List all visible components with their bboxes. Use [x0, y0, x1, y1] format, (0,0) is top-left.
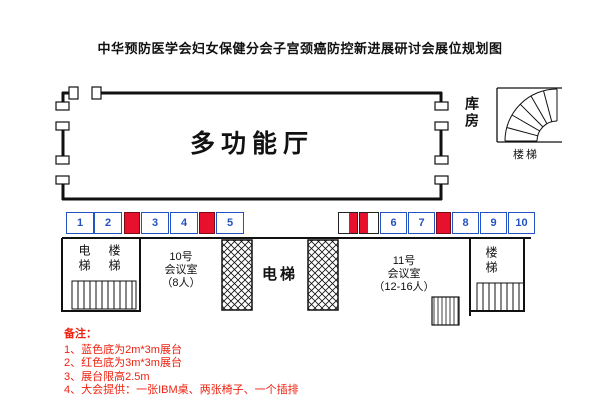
- booth-number: 3: [151, 217, 159, 229]
- stairs-right-label: 楼梯: [484, 246, 498, 276]
- booth-6: 6: [380, 212, 407, 234]
- booth-4: 4: [170, 212, 198, 234]
- booth-red: [436, 212, 451, 234]
- booth-number: 10: [515, 217, 528, 229]
- note-item: 2、红色底为3m*3m展台: [64, 357, 182, 369]
- room-10-number: 10号: [169, 251, 193, 263]
- utility-box: [431, 296, 460, 326]
- storage-stairs-label: 楼梯: [513, 149, 539, 161]
- booth-number: 6: [390, 217, 397, 229]
- booth-7: 7: [408, 212, 435, 234]
- booth-number: 2: [104, 217, 112, 229]
- booth-number: 1: [76, 217, 84, 229]
- booth-number: 4: [180, 217, 188, 229]
- stairs-right-hatch: [476, 282, 525, 312]
- booth-red: [359, 212, 379, 234]
- booth-red: [124, 212, 140, 234]
- elevator-left-label: 电梯: [77, 244, 91, 274]
- booth-8: 8: [452, 212, 479, 234]
- note-item: 1、蓝色底为2m*3m展台: [64, 343, 182, 356]
- booth-10: 10: [508, 212, 535, 234]
- notes-heading: 备注：: [64, 328, 97, 340]
- booth-number: 5: [226, 217, 234, 229]
- room-11-number: 11号: [392, 255, 416, 267]
- spiral-stair-icon: [504, 88, 558, 142]
- booth-5: 5: [216, 212, 244, 234]
- room-11-label: 11号 会议室 （12-16人）: [343, 255, 465, 294]
- booth-number: 7: [418, 217, 425, 229]
- storage-room-label: 库房: [464, 96, 480, 130]
- room-10-capacity: （8人）: [161, 277, 201, 289]
- elevator-center-label: 电梯: [261, 266, 298, 283]
- booth-red: [199, 212, 215, 234]
- column-hatch-right: [307, 239, 339, 311]
- booth-red: [338, 212, 358, 234]
- note-item: 3、展台限高2.5m: [64, 370, 150, 383]
- door-frames: [55, 86, 449, 185]
- room-10-type: 会议室: [164, 264, 198, 276]
- room-10-label: 10号 会议室 （8人）: [140, 251, 222, 290]
- column-hatch-left: [221, 239, 253, 311]
- booth-number: 8: [462, 217, 469, 229]
- booth-9: 9: [480, 212, 507, 234]
- booth-red-stripe: [360, 213, 369, 233]
- booth-3: 3: [141, 212, 169, 234]
- storage-divider: [496, 87, 562, 143]
- hall-label: 多功能厅: [189, 130, 314, 158]
- room-11-type: 会议室: [387, 268, 421, 280]
- stairs-left-hatch: [71, 280, 137, 310]
- note-item: 4、大会提供：一张IBM桌、两张椅子、一个插排: [64, 384, 299, 396]
- page-title: 中华预防医学会妇女保健分会子宫颈癌防控新进展研讨会展位规划图: [97, 41, 503, 56]
- booth-1: 1: [66, 212, 94, 234]
- stairs-left-label: 楼梯: [107, 244, 121, 274]
- booth-number: 9: [490, 217, 497, 229]
- booth-2: 2: [94, 212, 122, 234]
- room-11-capacity: （12-16人）: [373, 281, 435, 293]
- booth-red-stripe: [348, 213, 357, 233]
